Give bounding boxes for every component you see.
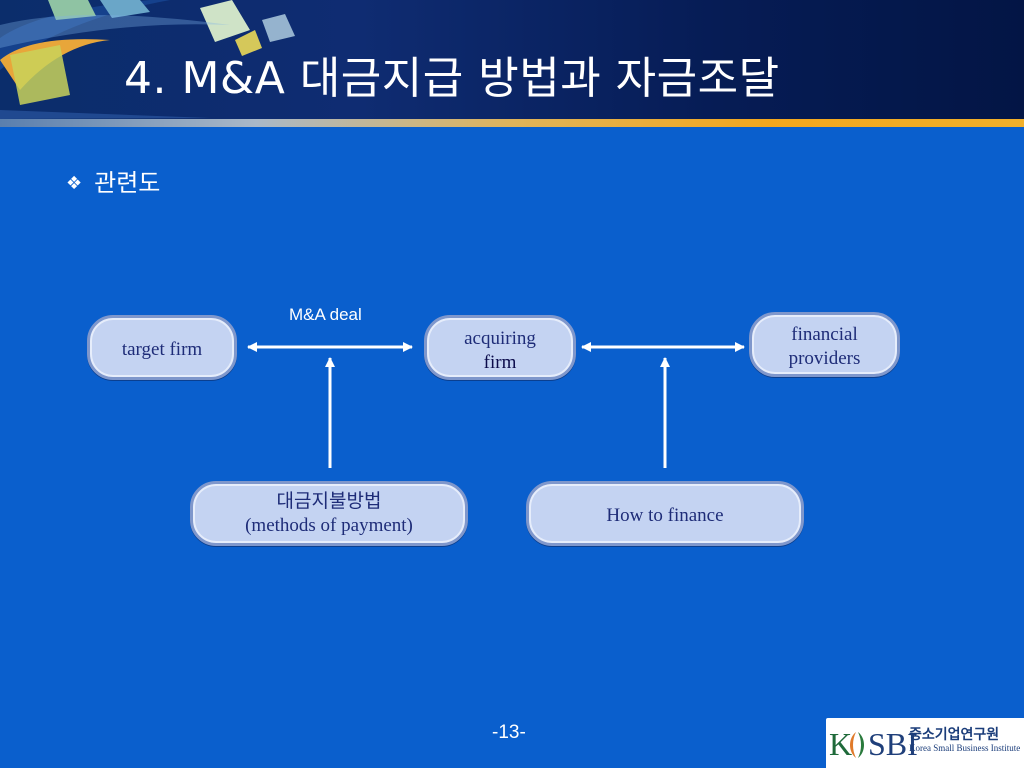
header-decoration bbox=[0, 0, 295, 119]
node-label-line1: financial bbox=[791, 324, 858, 345]
node-label: How to finance bbox=[606, 505, 724, 526]
node-label-line2: firm bbox=[483, 352, 517, 373]
node-acquiring-firm: acquiring firm bbox=[424, 315, 576, 380]
node-label-line2: (methods of payment) bbox=[245, 515, 413, 536]
node-methods-of-payment: 대금지불방법 (methods of payment) bbox=[190, 481, 468, 546]
logo-mark-graphic: K SBI bbox=[829, 726, 918, 762]
node-label-line2: providers bbox=[788, 348, 861, 369]
node-financial-providers: financial providers bbox=[749, 312, 900, 377]
diamond-bullet-icon: ❖ bbox=[66, 173, 83, 194]
deal-edge-label: M&A deal bbox=[289, 305, 362, 324]
node-label-line1: 대금지불방법 bbox=[276, 491, 382, 512]
bullet-text: 관련도 bbox=[94, 169, 161, 197]
kosbi-logo: K SBI 중소기업연구원 Korea Small Business Insti… bbox=[826, 718, 1024, 768]
node-target-firm: target firm bbox=[87, 315, 237, 380]
logo-english-name: Korea Small Business Institute bbox=[909, 743, 1021, 753]
node-how-to-finance: How to finance bbox=[526, 481, 804, 546]
svg-text:SBI: SBI bbox=[868, 726, 918, 762]
logo-korean-name: 중소기업연구원 bbox=[909, 727, 1000, 743]
header-accent-band bbox=[0, 119, 1024, 127]
slide-header: 4. M&A 대금지급 방법과 자금조달 bbox=[0, 0, 1024, 122]
slide-title: 4. M&A 대금지급 방법과 자금조달 bbox=[124, 53, 780, 104]
node-label: target firm bbox=[121, 339, 203, 360]
svg-text:K: K bbox=[829, 726, 852, 762]
page-number: -13- bbox=[492, 722, 526, 743]
bullet-item: ❖ 관련도 bbox=[66, 163, 160, 198]
node-label-line1: acquiring bbox=[464, 328, 536, 349]
